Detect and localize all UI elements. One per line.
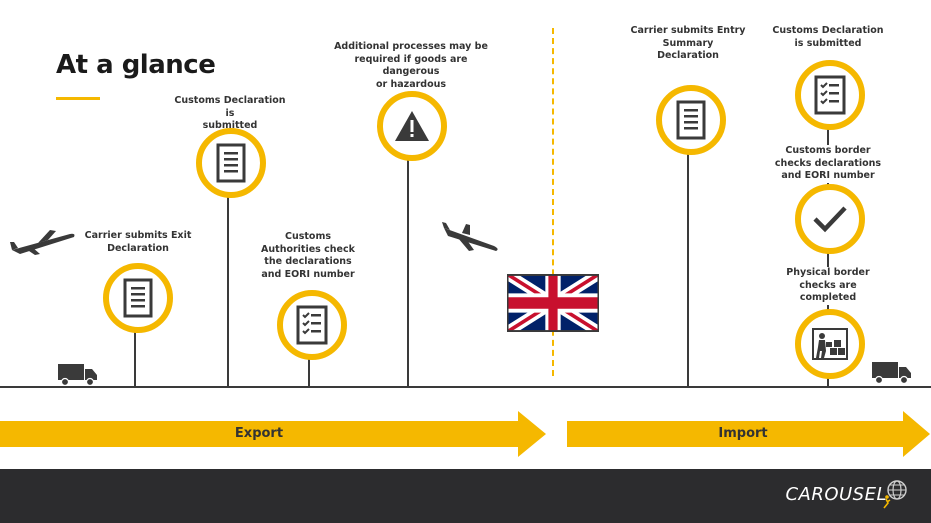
uk-flag [507,274,599,332]
airplane-icon [442,222,498,251]
globe-icon [887,480,907,500]
airplane-icon [10,230,75,255]
step-entry-summary-node [656,85,726,155]
border-divider [552,28,554,376]
step-physical-checks-node [795,309,865,379]
step-customs-declaration-import-label: Customs Declaration is submitted [772,25,884,49]
page-title: At a glance [56,50,216,80]
warning-icon [395,111,429,141]
step-border-checks-label: Customs border checks declarations and E… [770,145,886,183]
checkmark-icon [813,206,847,233]
brand-figure-icon [883,495,891,509]
step-stem [407,154,409,387]
step-authorities-check-node [277,290,347,360]
step-physical-checks-label: Physical border checks are completed [772,267,884,305]
worker-boxes-icon [812,328,848,360]
step-stem [308,352,310,387]
title-underline [56,97,100,100]
step-stem [687,147,689,387]
step-exit-declaration-label: Carrier submits Exit Declaration [84,230,192,254]
document-list-icon [123,278,153,318]
step-stem [134,325,136,387]
document-list-icon [676,100,706,140]
import-chain-stem [827,125,829,387]
step-entry-summary-label: Carrier submits Entry Summary Declaratio… [630,25,746,61]
checklist-icon [814,75,846,115]
import-arrow [567,411,930,457]
brand-logo-text: CAROUSEL [785,484,887,505]
step-additional-processes-node [377,91,447,161]
truck-icon [58,364,97,386]
step-authorities-check-label: Customs Authorities check the declaratio… [261,231,355,280]
step-border-checks-node [795,184,865,254]
document-list-icon [216,143,246,183]
footer-bar: CAROUSEL [0,469,931,523]
step-customs-declaration-export-node [196,128,266,198]
step-customs-declaration-export-label: Customs Declaration is submitted [174,95,286,131]
step-additional-processes-label: Additional processes may be required if … [334,41,488,90]
import-arrow-label: Import [718,426,768,441]
export-arrow [0,411,546,457]
truck-icon [872,362,911,384]
step-customs-declaration-import-node [795,60,865,130]
export-arrow-label: Export [234,426,284,441]
checklist-icon [296,305,328,345]
step-stem [227,190,229,387]
timeline-baseline [0,386,931,388]
step-exit-declaration-node [103,263,173,333]
